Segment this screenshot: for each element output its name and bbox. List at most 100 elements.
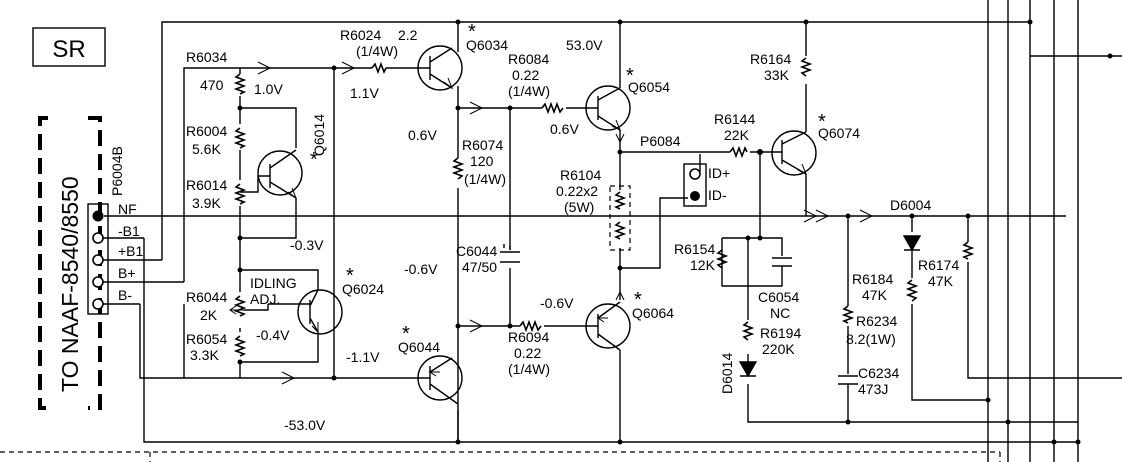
c6234-value: 473J xyxy=(858,381,888,397)
r6044-value: 2K xyxy=(200,307,218,323)
p6084-body xyxy=(683,163,707,207)
connector-pin-b1-pos xyxy=(92,254,104,266)
r6094-value: 0.22 xyxy=(514,345,541,361)
c6234-symbol xyxy=(838,375,858,392)
connector-pin-nf xyxy=(92,210,104,222)
r6074-symbol xyxy=(451,157,465,180)
r6104b-symbol xyxy=(613,221,627,240)
connector-note: TO NAAF-8540/8550 xyxy=(57,176,83,392)
r6164-ref: R6164 xyxy=(750,51,791,67)
q6074-mark: * xyxy=(818,111,826,133)
title-block: SR xyxy=(32,27,106,67)
q6074-symbol xyxy=(770,130,817,176)
r6154-symbol xyxy=(715,249,729,269)
r6144-value: 22K xyxy=(724,127,750,143)
q6054-mark: * xyxy=(626,65,634,87)
pin-label-b1-neg: -B1 xyxy=(118,223,140,239)
r6094-rating: (1/4W) xyxy=(508,361,550,377)
r6154-value: 12K xyxy=(690,257,716,273)
title-box xyxy=(32,27,106,67)
r6164-symbol xyxy=(799,57,813,77)
r6074-rating: (1/4W) xyxy=(464,171,506,187)
idling-adj-arrow xyxy=(229,305,244,315)
q6024-ref: Q6024 xyxy=(342,281,384,297)
connector-pin-b1-neg xyxy=(92,232,104,244)
r6174-value: 47K xyxy=(928,273,954,289)
r6014-symbol xyxy=(233,183,247,205)
connector-p6004b: P6004B NF -B1 +B1 B+ B- xyxy=(87,146,144,315)
q6064-ref: Q6064 xyxy=(632,305,674,321)
q6054-ref: Q6054 xyxy=(628,79,670,95)
d6004-ref: D6004 xyxy=(890,197,931,213)
q6044-ref: Q6044 xyxy=(398,339,440,355)
voltage-neg53v: -53.0V xyxy=(284,417,326,433)
p6084-pin-id-plus xyxy=(689,168,701,180)
r6104-rating: (5W) xyxy=(564,199,594,215)
r6024-symbol xyxy=(371,61,387,75)
voltage-neg1v1: -1.1V xyxy=(346,349,380,365)
r6234-ref: R6234 xyxy=(856,313,897,329)
connector-body xyxy=(87,203,109,315)
d6004-symbol xyxy=(902,235,922,252)
p6084-ref: P6084 xyxy=(640,133,681,149)
transistor-symbols xyxy=(257,45,817,405)
c6054-symbol xyxy=(772,257,792,272)
r6194-symbol xyxy=(741,321,755,341)
title-label: SR xyxy=(52,36,85,63)
r6034-symbol xyxy=(233,73,247,95)
connector-ref: P6004B xyxy=(109,146,125,196)
voltage-1v0: 1.0V xyxy=(254,81,283,97)
voltage-neg0v6-left: -0.6V xyxy=(404,261,438,277)
q6034-symbol xyxy=(414,45,463,91)
r6074-value: 120 xyxy=(470,153,494,169)
r6084-value: 0.22 xyxy=(512,67,539,83)
diode-symbols xyxy=(738,235,922,378)
r6084-ref: R6084 xyxy=(508,51,549,67)
component-labels: R6034 470 R6004 5.6K R6014 3.9K R6044 2K… xyxy=(186,21,959,397)
q6054-symbol xyxy=(585,85,631,132)
r6014-value: 3.9K xyxy=(192,195,221,211)
q6014-ref: Q6014 xyxy=(311,114,327,156)
dashed-bracket-left xyxy=(38,116,48,410)
r6014-ref: R6014 xyxy=(186,177,227,193)
pin-label-b1-pos: +B1 xyxy=(118,243,144,259)
r6034-value: 470 xyxy=(200,77,224,93)
r6144-symbol xyxy=(729,145,748,159)
r6104a-symbol xyxy=(613,191,627,210)
resistor-symbols xyxy=(229,57,975,357)
r6194-ref: R6194 xyxy=(760,325,801,341)
r6174-ref: R6174 xyxy=(918,257,959,273)
q6014-symbol xyxy=(257,149,303,200)
r6024-rating: (1/4W) xyxy=(356,43,398,59)
r6104-ref: R6104 xyxy=(560,167,601,183)
r6084-symbol xyxy=(541,101,564,115)
r6004-value: 5.6K xyxy=(192,141,221,157)
q6034-mark: * xyxy=(468,21,476,43)
r6184-symbol xyxy=(905,279,919,302)
q6024-mark: * xyxy=(346,265,354,287)
c6044-ref: C6044 xyxy=(456,243,497,259)
idling-label-2: ADJ. xyxy=(250,291,280,307)
r6024-value: 2.2 xyxy=(398,27,418,43)
c6044-symbol xyxy=(500,244,520,263)
connector-pin-b-plus xyxy=(92,276,104,288)
d6014-ref: D6014 xyxy=(719,353,735,394)
r6094-symbol xyxy=(519,319,542,333)
voltage-labels: 1.0V 1.1V 53.0V 0.6V 0.6V -0.3V -0.6V -0… xyxy=(254,37,603,433)
signal-arrows xyxy=(248,61,874,385)
r6154-ref: R6154 xyxy=(674,241,715,257)
q6024-symbol xyxy=(268,289,343,335)
r6054-value: 3.3K xyxy=(190,347,219,363)
q6064-symbol xyxy=(585,301,631,351)
q6044-symbol xyxy=(412,355,463,405)
connector-note-block: TO NAAF-8540/8550 xyxy=(38,116,102,410)
r6054-ref: R6054 xyxy=(186,331,227,347)
pin-label-b-plus: B+ xyxy=(118,265,136,281)
r6074-ref: R6074 xyxy=(462,137,503,153)
capacitor-symbols xyxy=(500,244,858,392)
voltage-neg0v6-right: -0.6V xyxy=(540,295,574,311)
wiring xyxy=(103,0,1122,462)
r6024-ref: R6024 xyxy=(340,27,381,43)
idling-label-1: IDLING xyxy=(250,275,297,291)
